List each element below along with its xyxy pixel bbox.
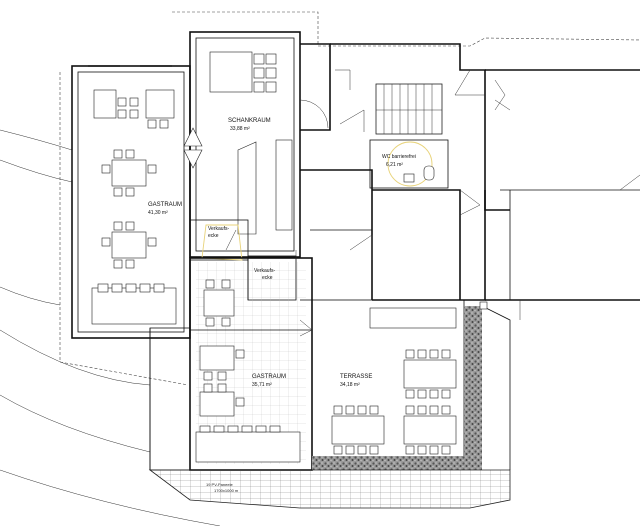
- wc-sink: [403, 173, 415, 183]
- gastraum-lower-area: 35,71 m²: [252, 382, 272, 388]
- schankraum-area: 33,88 m²: [230, 126, 250, 132]
- bar-stool: [265, 67, 277, 79]
- column: [183, 149, 203, 169]
- pv-annotation-line1: 19 PV-Paneele: [206, 482, 233, 487]
- counter: [237, 141, 257, 235]
- site-boundary: [172, 11, 640, 47]
- door-swings: [225, 69, 640, 337]
- plinth: [149, 327, 191, 471]
- staircase: [375, 83, 443, 135]
- bar-stool: [253, 81, 265, 93]
- pv-roof: [148, 469, 511, 509]
- bar-stool: [253, 53, 265, 65]
- column: [183, 127, 203, 147]
- terrasse-furniture: [331, 349, 457, 455]
- right-building-walls: [300, 43, 640, 301]
- wc-turning-circle: [387, 141, 433, 187]
- window-marks: [71, 65, 172, 270]
- pv-annotation-line2: 1700x1000 m: [214, 488, 239, 493]
- gravel-strip-right: [464, 306, 482, 470]
- marker-box: [479, 301, 488, 310]
- terrain-line: [0, 394, 151, 453]
- verkaufsecke-1-line2: ecke: [208, 233, 219, 239]
- roof-edge: [481, 305, 511, 470]
- verkaufsecke-area: [189, 219, 249, 261]
- terrain-line: [0, 329, 151, 386]
- gastraum-left-area: 41,30 m²: [148, 210, 168, 216]
- gravel-strip-bottom: [312, 456, 482, 470]
- gastraum-left-furniture: [91, 89, 177, 325]
- terrain-line: [0, 129, 73, 151]
- terrasse-bench: [369, 307, 457, 329]
- bar-stool: [265, 53, 277, 65]
- wc-room: [369, 139, 449, 189]
- gastraum-lower-name: GASTRAUM: [252, 374, 286, 380]
- gastraum-left-name: GASTRAUM: [148, 202, 182, 208]
- terrasse-name: TERRASSE: [340, 374, 372, 380]
- left-wing-inner-wall: [77, 71, 185, 333]
- gastraum-lower-furniture: [195, 279, 301, 463]
- wc-area: 6,21 m²: [386, 162, 403, 168]
- wc-name: WC barrierefrei: [382, 154, 416, 160]
- terrain-line: [0, 469, 221, 526]
- verkaufsecke-2-line2: ecke: [262, 275, 273, 281]
- terrain-line: [0, 286, 61, 306]
- counter-back: [275, 139, 293, 231]
- bar-stool: [265, 81, 277, 93]
- bar-stool: [253, 67, 265, 79]
- verkaufsecke-boundary: [201, 224, 243, 261]
- bar-counter: [209, 51, 253, 93]
- schankraum-name: SCHANKRAUM: [228, 118, 271, 124]
- terrain-line: [0, 159, 73, 183]
- wc-toilet: [423, 165, 435, 181]
- terrasse-area: 34,18 m²: [340, 382, 360, 388]
- verkaufsecke-1-line1: Verkaufs-: [208, 226, 229, 232]
- verkaufsecke-2-line1: Verkaufs-: [254, 268, 275, 274]
